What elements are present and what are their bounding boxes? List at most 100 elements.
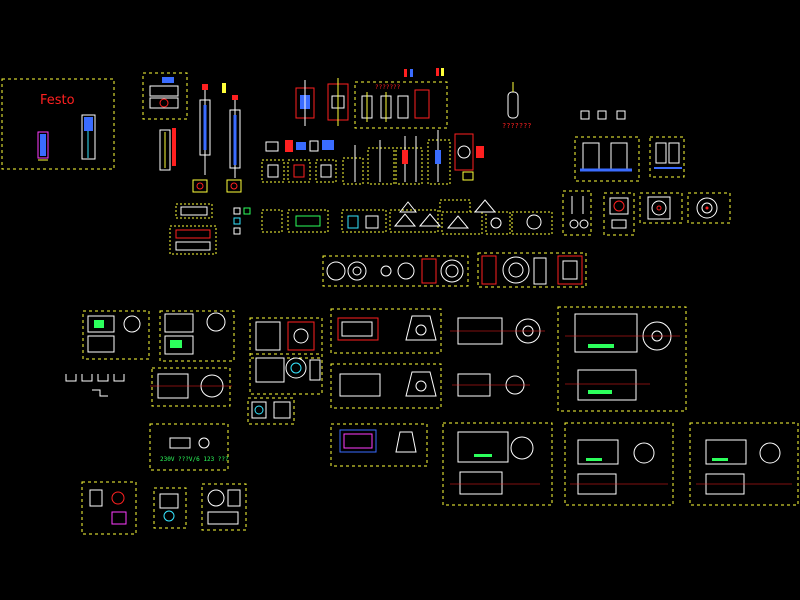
sensor-pair-group[interactable] <box>562 190 731 236</box>
short-cylinder-icon <box>159 128 176 171</box>
gearmotor-frame-2 <box>330 363 442 409</box>
gearmotor-group[interactable] <box>330 308 442 467</box>
small-motor-frame-1 <box>82 310 150 360</box>
servo-frame-2 <box>249 353 323 395</box>
small-part-frame-3 <box>201 483 247 531</box>
gearmotor-frame-1 <box>330 308 442 354</box>
large-motor-1-icon <box>565 313 680 353</box>
small-part-frame-1 <box>81 481 137 535</box>
bottom-motor-1-icon <box>450 431 540 495</box>
bottom-motor-frame-3 <box>689 422 799 506</box>
nameplate-frame <box>149 423 229 471</box>
pneumatic-cylinder-group[interactable] <box>142 72 242 193</box>
bottom-motor-3-icon <box>696 439 792 495</box>
bottom-motor-frame-2 <box>564 422 674 506</box>
flange-small-icon <box>609 197 629 229</box>
bottom-motor-frame-1 <box>442 422 553 506</box>
pipe-fittings-cluster-icon <box>265 140 334 152</box>
flange-large-icon <box>696 197 718 219</box>
gearbox-row[interactable] <box>261 199 553 235</box>
small-cylinders-row-icon <box>261 159 337 183</box>
festo-frame <box>1 78 115 170</box>
bottom-motor-group-3[interactable] <box>689 422 799 506</box>
coupling-frame-2 <box>477 252 587 288</box>
small-part-2-icon <box>159 493 179 522</box>
valve-pair-frame-1 <box>574 136 640 182</box>
small-part-group[interactable] <box>81 481 247 535</box>
valve-symbol-icon <box>149 77 179 109</box>
bottom-motor-group-2[interactable] <box>564 422 674 506</box>
festo-block[interactable]: Festo <box>1 78 115 170</box>
valve-pair-group[interactable] <box>574 110 685 182</box>
sensor-probe-icon <box>507 82 519 119</box>
actuator-icon <box>454 133 484 181</box>
large-motor-frame <box>557 306 687 412</box>
ac-motor-group[interactable] <box>450 317 545 397</box>
linear-unit-frame-2 <box>169 225 217 255</box>
small-motor-frame-3 <box>151 367 231 407</box>
single-valve-icon <box>654 142 682 169</box>
small-fitting-pair-icon <box>580 110 626 120</box>
coupling-frame-1 <box>322 255 469 287</box>
sensor-pair-frame <box>562 190 592 236</box>
small-motor-1-icon <box>87 315 141 353</box>
small-motor-group[interactable] <box>65 310 235 407</box>
cylinder-frame <box>142 72 188 120</box>
terminal-strip-icon <box>233 207 251 235</box>
valve-pair-frame-2 <box>649 136 685 178</box>
ac-motor-1-icon <box>450 317 545 345</box>
valve-tag-label: ??????? <box>375 84 401 91</box>
small-part-3-icon <box>207 489 241 525</box>
bottom-motor-2-icon <box>570 439 668 495</box>
festo-cylinder-icon <box>81 114 96 160</box>
large-motor-2-icon <box>565 369 650 401</box>
linear-units-group[interactable] <box>169 203 251 255</box>
linear-unit-frame-1 <box>175 203 213 219</box>
small-motor-2-icon <box>164 312 226 355</box>
servo-motor-group[interactable] <box>247 317 323 425</box>
inductive-sensor-icon <box>569 196 589 229</box>
long-cylinder-1-icon <box>199 84 211 175</box>
gearbox-upper-icon <box>398 199 497 213</box>
valve-2-icon <box>327 78 349 126</box>
nameplate-motor-icon <box>169 437 210 449</box>
nameplate-group[interactable]: 230V ???V/6 123 ??? <box>149 423 229 471</box>
gearmotor-3-icon <box>339 429 417 453</box>
gearmotor-2-icon <box>339 371 437 397</box>
flange-mid-frame <box>639 192 683 224</box>
fittings-row[interactable] <box>261 130 484 185</box>
linear-unit-2-icon <box>175 229 211 251</box>
servo-1-icon <box>255 321 315 351</box>
flange-small-frame <box>603 192 635 236</box>
long-cylinder-2-icon <box>229 95 241 178</box>
flange-large-frame <box>687 192 731 224</box>
sensor-tag-label: ??????? <box>502 122 532 130</box>
festo-valve-icon <box>37 131 49 161</box>
coupling-row[interactable] <box>322 252 587 288</box>
gearbox-shapes-icon <box>295 213 542 230</box>
coupling-set-2-icon <box>481 255 583 285</box>
flange-mid-icon <box>647 196 671 220</box>
bracket-profiles-icon <box>65 374 125 397</box>
valve-row-icon <box>361 89 430 122</box>
valve-frame <box>354 81 448 129</box>
vertical-cylinders-row-icon <box>342 130 451 185</box>
double-valve-icon <box>580 142 632 172</box>
valve-1-icon <box>295 80 315 126</box>
small-motor-frame-2 <box>159 310 235 362</box>
servo-3-icon <box>251 401 291 419</box>
gearmotor-frame-3 <box>330 423 428 467</box>
top-fittings-icon <box>404 68 444 77</box>
bottom-motor-group-1[interactable] <box>442 422 553 506</box>
cylinder-end-views-icon <box>192 179 242 193</box>
ac-motor-2-icon <box>452 373 530 397</box>
gearmotor-1-icon <box>337 315 437 341</box>
servo-frame-1 <box>249 317 323 359</box>
small-motor-3-icon <box>150 373 232 399</box>
nameplate-spec-label: 230V ???V/6 123 ??? <box>160 456 229 463</box>
valve-group[interactable]: ??????? ??????? <box>295 68 532 130</box>
large-motor-group[interactable] <box>557 306 687 412</box>
